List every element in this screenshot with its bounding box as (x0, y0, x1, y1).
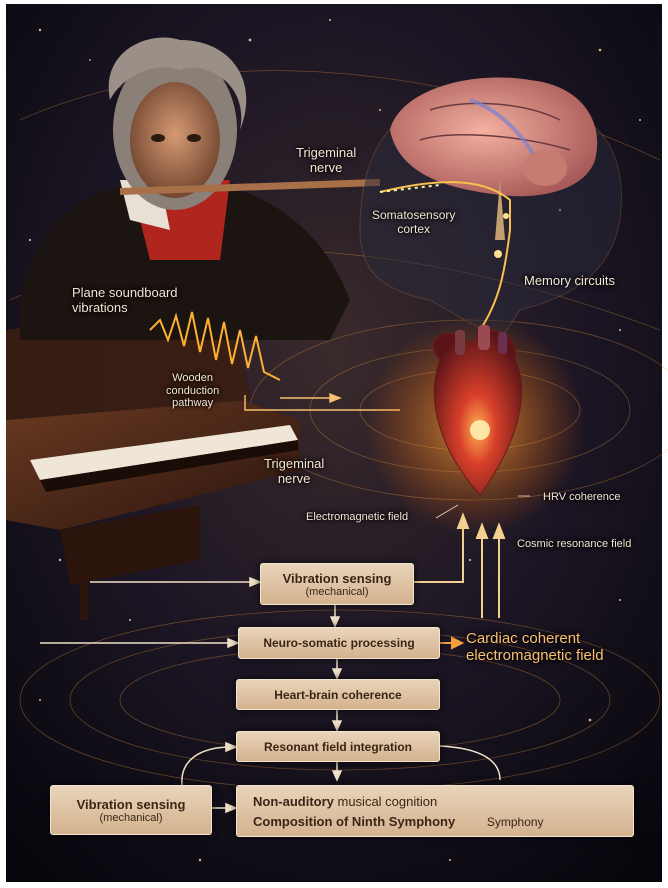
composition-text: Composition of Ninth Symphony (253, 814, 455, 829)
label-electromagnetic-field: Electromagnetic field (306, 511, 408, 524)
label-plane-soundboard: Plane soundboard vibrations (72, 286, 178, 316)
label-hrv-coherence: HRV coherence (543, 491, 620, 504)
non-auditory-line: Non-auditory musical cognition (253, 794, 437, 809)
label-trigeminal-nerve-mid: Trigeminal nerve (264, 457, 324, 487)
non-auditory-rest: musical cognition (334, 794, 437, 809)
box-heart-brain-coherence: Heart-brain coherence (236, 679, 440, 710)
box-vibration-sensing-top: Vibration sensing (mechanical) (260, 563, 414, 605)
box-neuro-somatic-processing: Neuro-somatic processing (238, 627, 440, 659)
box-resonant-field-integration: Resonant field integration (236, 731, 440, 762)
composition-line: Composition of Ninth Symphony Symphony (253, 814, 544, 829)
box-neuro-somatic-label: Neuro-somatic processing (263, 636, 414, 650)
label-wooden-conduction: Wooden conduction pathway (166, 372, 219, 410)
label-cardiac-field: Cardiac coherent electromagnetic field (466, 630, 604, 665)
box-resonant-field-label: Resonant field integration (264, 740, 412, 754)
box-vibration-sensing-top-sub: (mechanical) (306, 586, 369, 598)
label-trigeminal-nerve-top: Trigeminal nerve (296, 146, 356, 176)
box-heart-brain-label: Heart-brain coherence (274, 688, 401, 702)
label-memory-circuits: Memory circuits (524, 274, 615, 289)
label-somatosensory-cortex: Somatosensory cortex (372, 209, 455, 237)
box-vibration-sensing-top-title: Vibration sensing (283, 571, 392, 586)
box-vibration-sensing-bottom-title: Vibration sensing (77, 797, 186, 812)
box-vibration-sensing-bottom: Vibration sensing (mechanical) (50, 785, 212, 835)
symphony-text: Symphony (487, 815, 544, 829)
box-non-auditory-composition: Non-auditory musical cognition Compositi… (236, 785, 634, 837)
non-auditory-bold: Non-auditory (253, 794, 334, 809)
label-cosmic-resonance: Cosmic resonance field (517, 538, 631, 551)
box-vibration-sensing-bottom-sub: (mechanical) (100, 812, 163, 824)
